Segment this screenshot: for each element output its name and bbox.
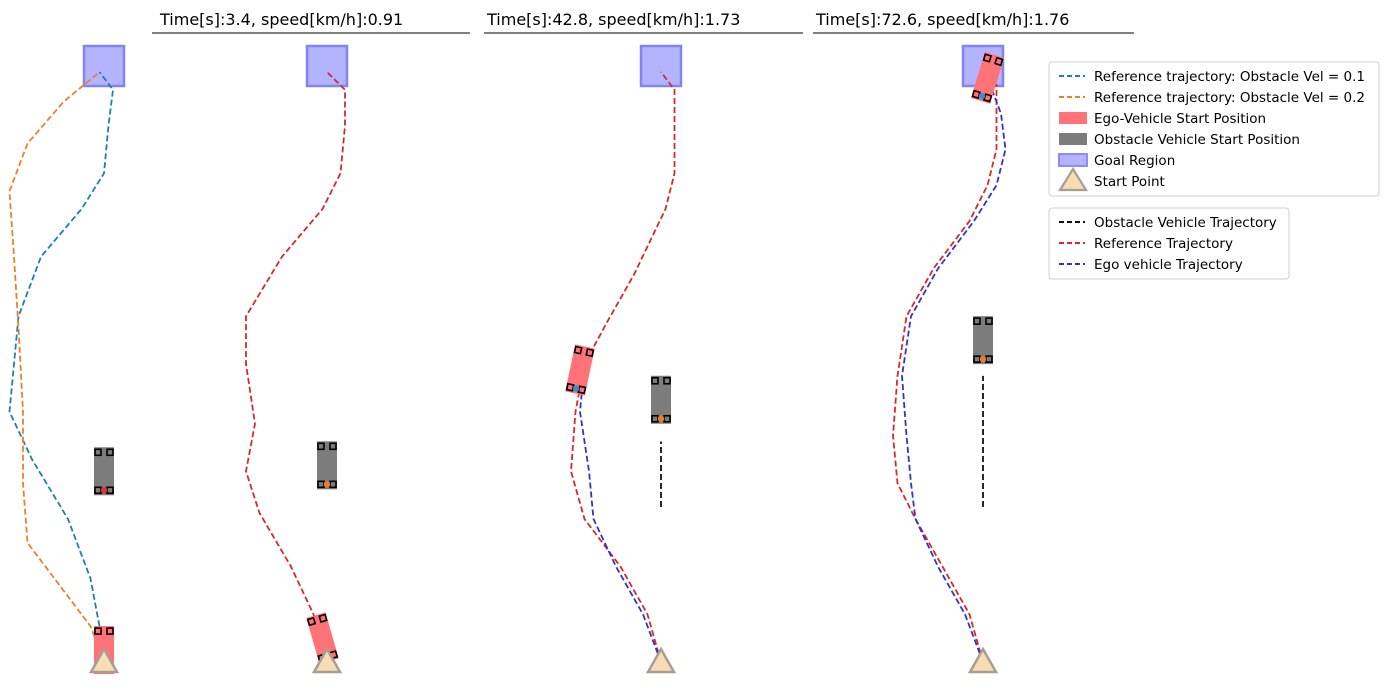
trajectory-line — [892, 83, 998, 663]
goal-region — [82, 44, 126, 88]
panel-title-2: Time[s]:3.4, speed[km/h]:0.91 — [159, 10, 403, 29]
panel-4 — [892, 44, 1007, 674]
trajectory-line — [570, 71, 676, 663]
ego-vehicle-body — [970, 52, 1005, 104]
ego-vehicle — [565, 344, 595, 396]
start-point — [88, 646, 120, 674]
obstacle-vehicle — [317, 441, 337, 490]
ego-vehicle-marker — [978, 92, 986, 100]
obstacle-vehicle-marker — [323, 481, 331, 488]
ego-vehicle-wheel-2 — [982, 53, 993, 63]
obstacle-vehicle-body — [317, 441, 337, 490]
legend-label: Reference trajectory: Obstacle Vel = 0.2 — [1094, 90, 1365, 106]
legend-label: Start Point — [1094, 174, 1165, 190]
trajectory-line — [8, 71, 105, 663]
obstacle-vehicle — [651, 375, 671, 424]
obstacle-vehicle-body — [94, 447, 114, 496]
legend-label: Obstacle Vehicle Start Position — [1094, 132, 1300, 148]
obstacle-vehicle-body — [973, 316, 993, 365]
legend-goal-swatch — [1058, 153, 1088, 167]
legend-frame — [1048, 61, 1380, 197]
start-point — [311, 646, 343, 674]
legend-label: Reference trajectory: Obstacle Vel = 0.1 — [1094, 69, 1365, 85]
legend-triangle-swatch — [1058, 166, 1088, 192]
legend-rect-swatch — [1059, 112, 1087, 124]
obstacle-vehicle-wheel-2 — [317, 442, 325, 451]
panel-1 — [8, 44, 126, 675]
start-point — [967, 646, 999, 674]
legend-frame — [1048, 207, 1290, 280]
obstacle-vehicle-wheel-3 — [985, 317, 993, 325]
ego-vehicle-wheel-2 — [94, 627, 102, 635]
start-point — [645, 646, 677, 674]
obstacle-vehicle-wheel-3 — [329, 442, 337, 451]
ego-vehicle-wheel-3 — [106, 627, 114, 635]
ego-vehicle-body — [306, 612, 339, 664]
goal-region — [305, 44, 349, 88]
obstacle-vehicle-wheel-2 — [651, 376, 659, 385]
obstacle-vehicle-wheel-3 — [663, 376, 671, 385]
obstacle-vehicle — [973, 316, 993, 365]
legend-label: Ego vehicle Trajectory — [1094, 257, 1243, 273]
panel-title-3: Time[s]:42.8, speed[km/h]:1.73 — [486, 10, 740, 29]
ego-vehicle-wheel-3 — [994, 56, 1004, 67]
legend-label: Ego-Vehicle Start Position — [1094, 111, 1266, 127]
obstacle-vehicle-marker — [100, 487, 108, 494]
trajectory-line — [245, 71, 346, 663]
trajectory-line — [901, 89, 1007, 663]
trajectory-line — [8, 71, 114, 663]
ego-vehicle-wheel-3 — [585, 348, 595, 358]
obstacle-vehicle-marker — [657, 415, 665, 422]
trajectory-line — [579, 363, 662, 663]
legend-rect-swatch — [1059, 133, 1087, 145]
obstacle-vehicle-wheel-2 — [94, 448, 102, 457]
ego-vehicle-wheel-3 — [318, 613, 328, 623]
panel-title-4: Time[s]:72.6, speed[km/h]:1.76 — [815, 10, 1069, 29]
legend-label: Goal Region — [1094, 153, 1175, 169]
obstacle-vehicle-marker — [979, 355, 987, 363]
legend-label: Obstacle Vehicle Trajectory — [1094, 215, 1277, 231]
panel-3 — [565, 44, 683, 674]
chart-panels — [8, 44, 1007, 675]
panel-2 — [245, 44, 349, 674]
ego-vehicle-wheel-2 — [573, 345, 583, 355]
legend-primary: Reference trajectory: Obstacle Vel = 0.1… — [1048, 61, 1380, 197]
ego-vehicle-wheel-2 — [306, 616, 317, 627]
obstacle-vehicle-wheel-2 — [973, 317, 981, 325]
ego-vehicle-body — [565, 344, 595, 396]
obstacle-vehicle-body — [651, 375, 671, 424]
ego-vehicle-marker — [572, 385, 580, 392]
obstacle-vehicle — [94, 447, 114, 496]
ego-vehicle — [970, 52, 1005, 104]
obstacle-vehicle-wheel-3 — [106, 448, 114, 457]
legend-label: Reference Trajectory — [1094, 236, 1233, 252]
goal-region — [639, 44, 683, 88]
